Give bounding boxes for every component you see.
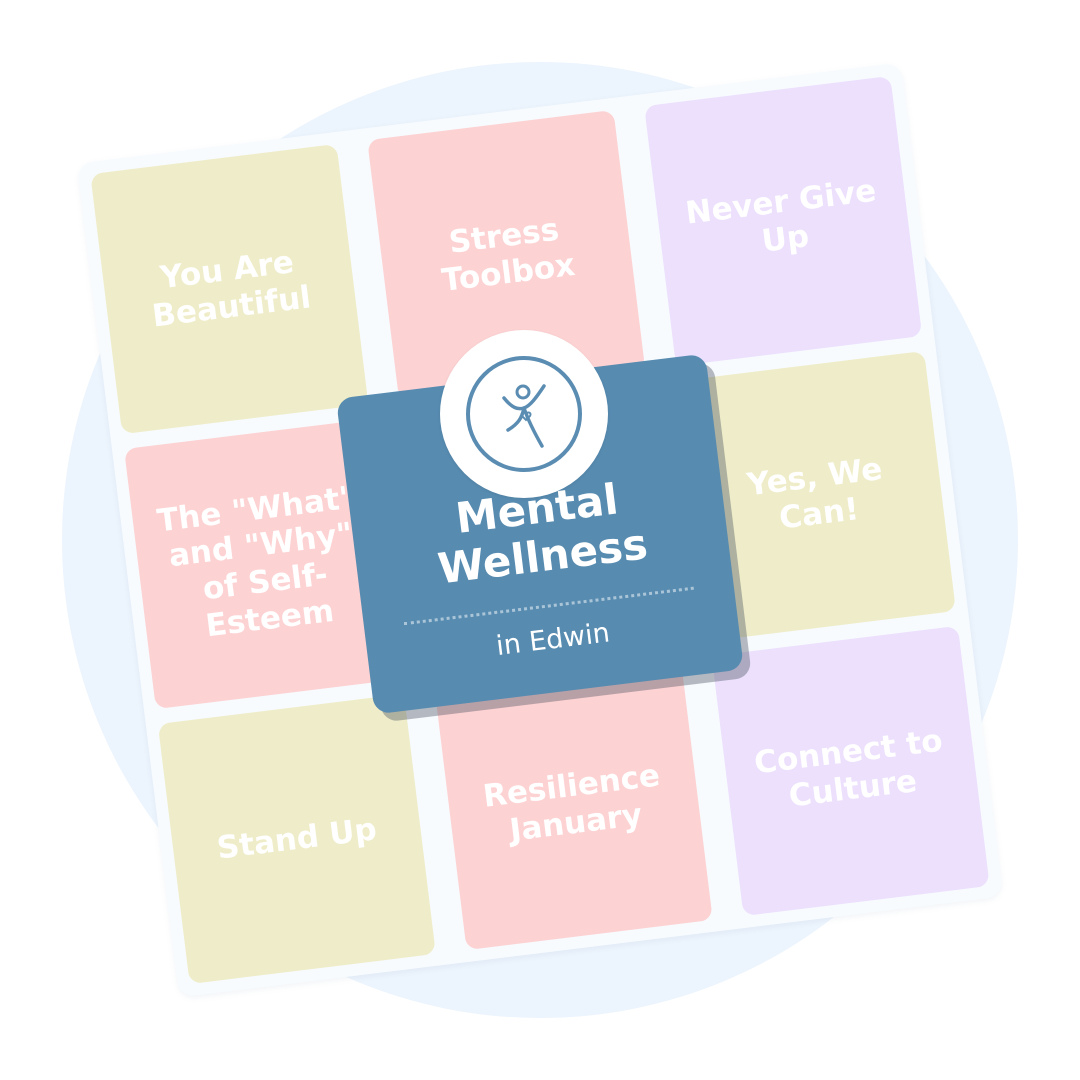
topic-tile-label: Yes, We Can! [745, 451, 885, 537]
jumping-person-heart-icon [464, 354, 584, 474]
topic-tile-never-give-up[interactable]: Never Give Up [644, 75, 923, 367]
topic-tile-label: You Are Beautiful [150, 244, 313, 335]
topic-tile-label: The "What" and "Why" of Self-Esteem [155, 479, 358, 644]
topic-tile-stand-up[interactable]: Stand Up [157, 693, 436, 985]
topic-tile-label: Stand Up [214, 810, 379, 867]
topic-tile-label: Stress Toolbox [439, 212, 577, 299]
topic-tile-label: Never Give Up [683, 173, 879, 260]
topic-tile-you-are-beautiful[interactable]: You Are Beautiful [90, 143, 369, 435]
topic-tile-label: Connect to Culture [752, 723, 945, 815]
logo-badge [440, 330, 608, 498]
topic-tile-label: Resilience January [481, 757, 662, 849]
topic-tile-connect-to-culture[interactable]: Connect to Culture [711, 625, 990, 917]
feature-subtitle: in Edwin [494, 617, 612, 663]
